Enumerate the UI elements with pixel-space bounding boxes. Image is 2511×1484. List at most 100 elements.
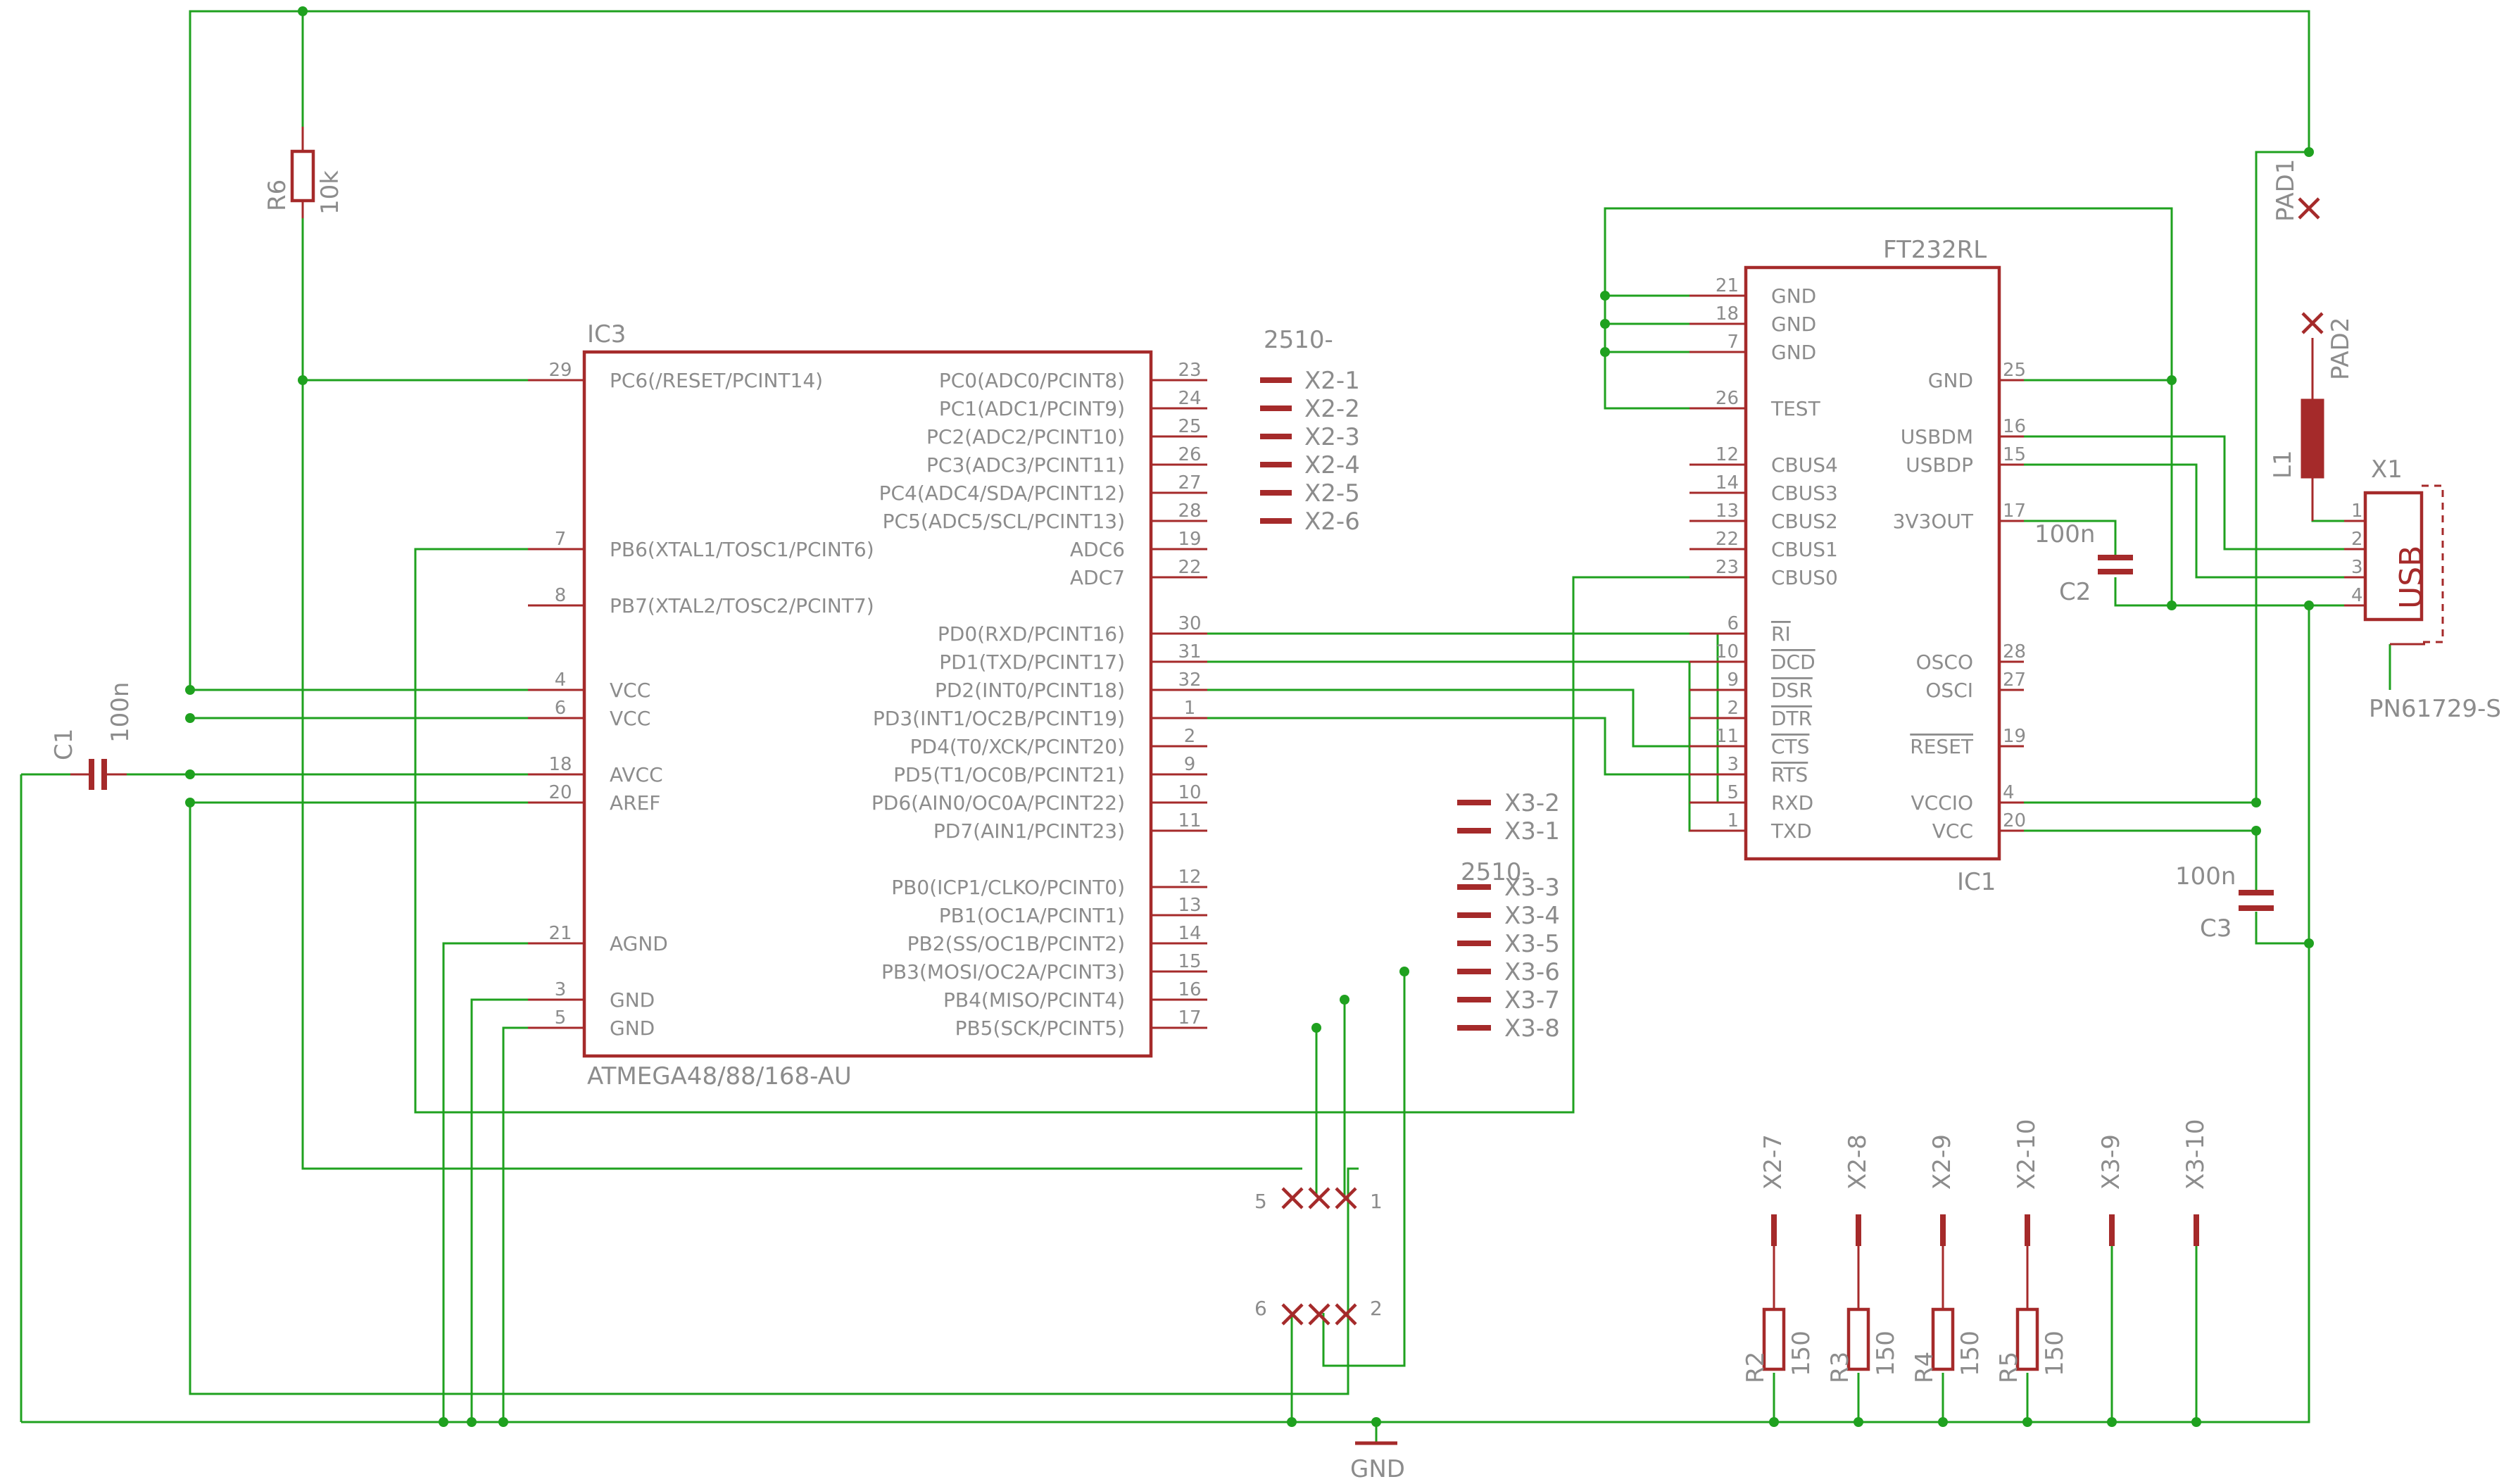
isp-pin-5: 5: [1254, 1190, 1267, 1213]
ic3-pin-label-pb0-icp1-clko-pcint0: PB0(ICP1/CLKO/PCINT0): [891, 876, 1125, 899]
c1-value: 100n: [106, 682, 134, 743]
ic1-pin-number: 2: [1727, 698, 1739, 719]
pad2-name: PAD2: [2327, 317, 2355, 380]
ic1-pin-number: 20: [2003, 810, 2026, 831]
ic3-pin-label-pb4-miso-pcint4: PB4(MISO/PCINT4): [943, 988, 1125, 1012]
x1-usb-label: USB: [2393, 546, 2429, 609]
ic1-pin-number: 14: [1716, 472, 1739, 493]
ic1-pin-number: 10: [1716, 641, 1739, 662]
ic1-pin-number: 22: [1716, 529, 1739, 550]
header-x3-pin-x3-6: X3-6: [1504, 958, 1560, 986]
isp-pin-6: 6: [1254, 1297, 1267, 1320]
inductor-l1: L1: [2269, 338, 2324, 521]
r6-name: R6: [263, 180, 291, 211]
ic3-pin-number: 28: [1178, 501, 1201, 522]
ic3-pin-label-agnd: AGND: [610, 932, 668, 955]
ic3-pin-number: 31: [1178, 641, 1201, 662]
capacitor-c2: 100n C2: [2034, 520, 2133, 606]
ic3-pin-label-pc6-reset-pcint14: PC6(/RESET/PCINT14): [610, 369, 823, 392]
ic3-pin-number: 2: [1184, 726, 1196, 747]
ic3-pin-label-pc1-adc1-pcint9: PC1(ADC1/PCINT9): [939, 397, 1125, 420]
ic3-pin-label-gnd: GND: [610, 1017, 655, 1040]
ic3-pin-number: 4: [555, 669, 567, 691]
ic1-pin-label-reset: RESET: [1910, 735, 1974, 758]
header-x2-pin-x2-6: X2-6: [1304, 508, 1360, 536]
header-x3-title: 2510-: [1461, 858, 1530, 886]
ic1-pin-number: 16: [2003, 416, 2026, 437]
ic1-pin-number: 12: [1716, 444, 1739, 465]
isp-pin-1: 1: [1370, 1190, 1383, 1213]
ic3-pin-number: 21: [548, 923, 572, 944]
header-x2-pin-x2-1: X2-1: [1304, 367, 1360, 395]
ic3-pin-number: 19: [1178, 529, 1201, 550]
ic3-pin-label-pc4-adc4-sda-pcint12: PC4(ADC4/SDA/PCINT12): [879, 482, 1125, 505]
ic1-pin-number: 7: [1727, 332, 1739, 353]
c1-name: C1: [50, 729, 78, 760]
ic3-pin-number: 26: [1178, 444, 1201, 465]
ic3-pin-number: 30: [1178, 613, 1201, 634]
ic1-pin-number: 23: [1716, 557, 1739, 578]
ic1-pin-number: 15: [2003, 444, 2026, 465]
resistor-value: 150: [1872, 1331, 1900, 1376]
ic1-pin-number: 4: [2003, 782, 2015, 803]
resistor-name-r2: R2: [1742, 1352, 1770, 1383]
ic3-pin-number: 25: [1178, 416, 1201, 437]
ic3-pin-number: 3: [555, 979, 567, 1000]
pad1: PAD1: [2272, 159, 2320, 222]
ic3-pin-label-vcc: VCC: [610, 679, 650, 702]
ic1-pin-number: 27: [2003, 669, 2026, 691]
ic3-pin-number: 9: [1184, 754, 1196, 775]
resistor-r6: R6 10k: [263, 127, 344, 218]
header-x3-pin-x3-5: X3-5: [1504, 930, 1560, 958]
ic3-pin-number: 29: [548, 360, 572, 381]
ic3-pin-number: 22: [1178, 557, 1201, 578]
ic3-pin-label-avcc: AVCC: [610, 763, 663, 786]
l1-name: L1: [2269, 450, 2297, 479]
ic1-pin-label-txd: TXD: [1770, 819, 1812, 843]
pad1-name: PAD1: [2272, 159, 2300, 222]
ic1-pin-label-osci: OSCI: [1925, 679, 1973, 702]
x1-name: X1: [2371, 455, 2403, 484]
wires: [20, 10, 2391, 1443]
ic1-pin-number: 26: [1716, 388, 1739, 409]
header-x2-pin-x2-4: X2-4: [1304, 451, 1360, 479]
header-x2-title: 2510-: [1264, 326, 1333, 354]
header-x3-pin-x3-2: X3-2: [1504, 789, 1560, 817]
junction-dots: [185, 6, 2314, 1427]
x1-pin-number: 2: [2351, 529, 2363, 550]
header-x2-pin-x2-3: X2-3: [1304, 423, 1360, 451]
capacitor-c1: C1 100n: [50, 682, 134, 790]
bottom-pin-x2-7: X2-7: [1759, 1134, 1787, 1190]
ic1-pin-number: 17: [2003, 501, 2026, 522]
pad2: PAD2: [2301, 312, 2355, 380]
header-x2-pin-x2-5: X2-5: [1304, 479, 1360, 508]
x1-part: PN61729-S: [2369, 695, 2501, 723]
ic3-pin-label-adc6: ADC6: [1070, 538, 1125, 561]
ic3-right-pins: 23PC0(ADC0/PCINT8)24PC1(ADC1/PCINT9)25PC…: [871, 360, 1207, 1040]
ic1-pin-label-cts: CTS: [1771, 735, 1809, 758]
ic1-pin-label-rts: RTS: [1771, 763, 1808, 786]
ic1-pin-label-vcc: VCC: [1932, 819, 1973, 843]
ic1-pin-number: 11: [1716, 726, 1739, 747]
ic1-pin-label-dsr: DSR: [1771, 679, 1813, 702]
ic1-pin-label-dtr: DTR: [1771, 707, 1812, 730]
ic3-pin-label-pd4-t0-xck-pcint20: PD4(T0/XCK/PCINT20): [910, 735, 1125, 758]
x1-pin-number: 4: [2351, 585, 2363, 606]
ic3-pin-label-pd1-txd-pcint17: PD1(TXD/PCINT17): [939, 650, 1125, 674]
header-x2: 2510- X2-1X2-2X2-3X2-4X2-5X2-6: [1260, 326, 1360, 536]
gnd-label: GND: [1350, 1455, 1405, 1483]
resistor-value: 150: [2041, 1331, 2069, 1376]
ic3-pin-number: 10: [1178, 782, 1201, 803]
header-x3: 2510- X3-2X3-1X3-3X3-4X3-5X3-6X3-7X3-8: [1457, 789, 1560, 1043]
bottom-pin-x3-10: X3-10: [2182, 1119, 2210, 1190]
ic1-pin-label-3v3out: 3V3OUT: [1893, 510, 1974, 533]
ic3-pin-number: 15: [1178, 951, 1201, 972]
ic3-pin-number: 12: [1178, 867, 1201, 888]
resistor-value: 150: [1956, 1331, 1984, 1376]
